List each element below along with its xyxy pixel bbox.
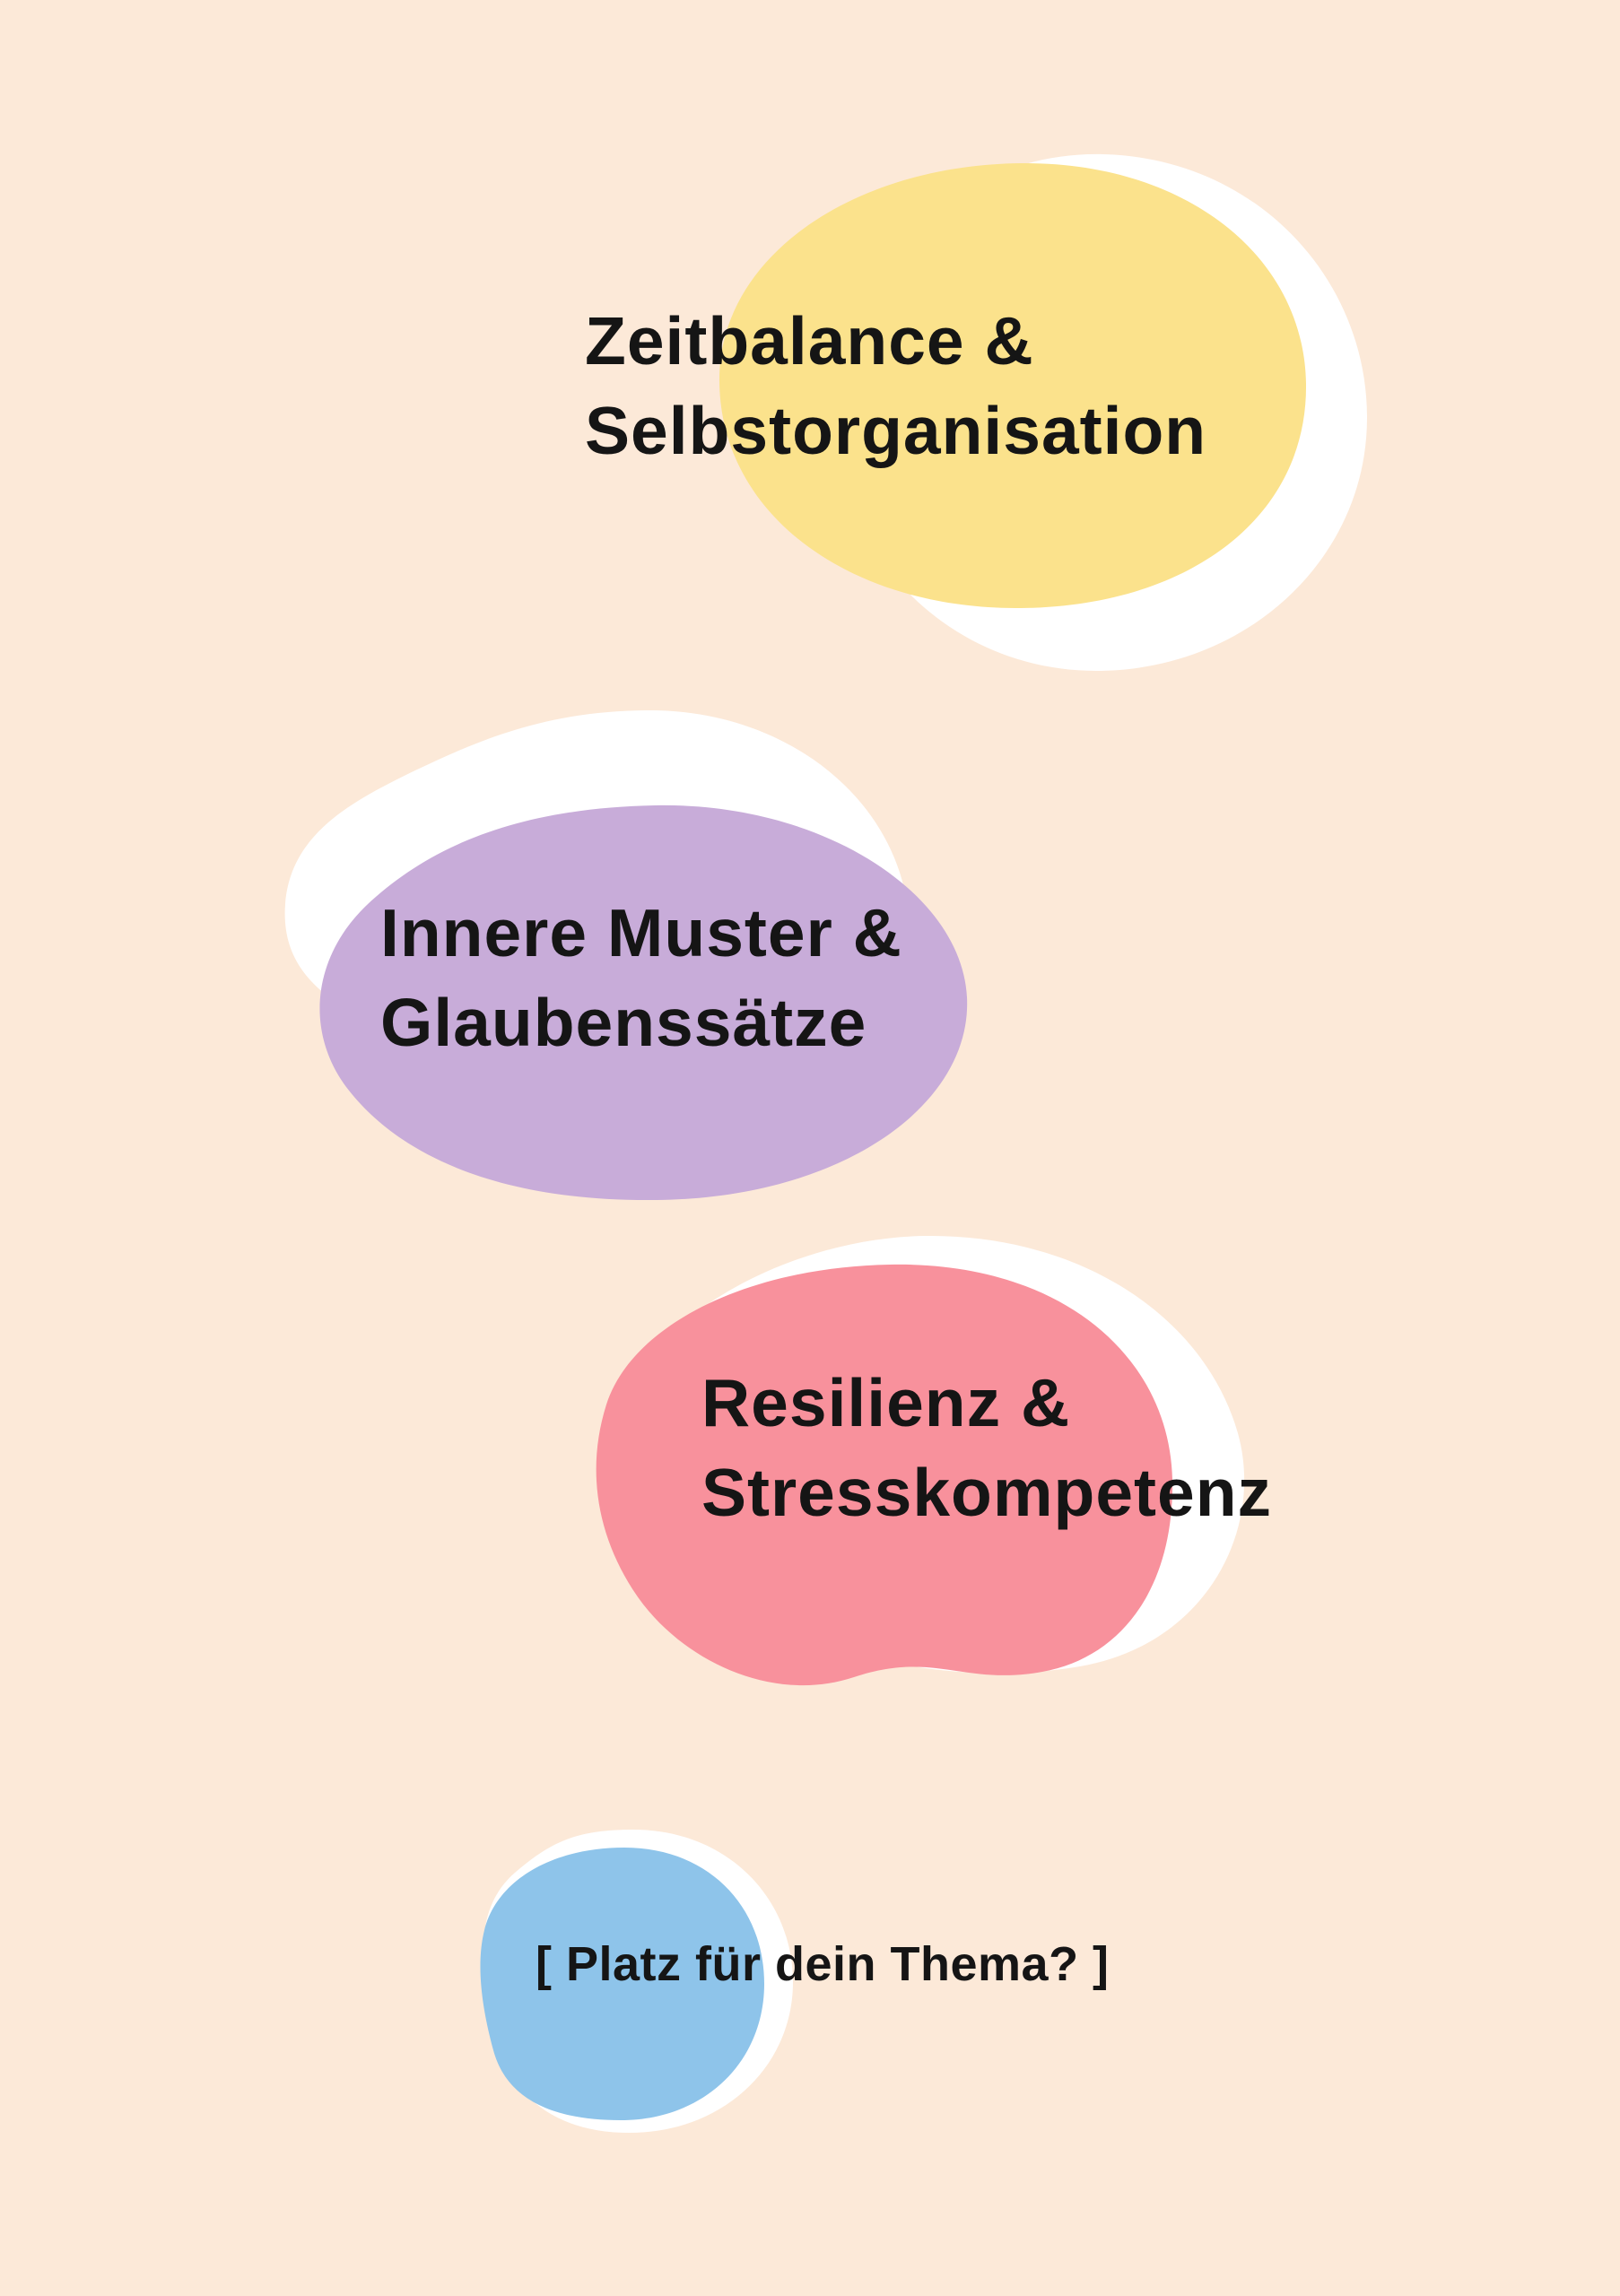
platzhalter-blob-graphic — [480, 1830, 793, 2133]
resilienz-blob-shape — [596, 1264, 1173, 1686]
zeitbalance-blob-graphic — [719, 153, 1368, 671]
platzhalter-blob-shape — [480, 1848, 764, 2120]
innere-muster-blob-shape — [319, 804, 968, 1201]
topic-label-platzhalter: [ Platz für dein Thema? ] — [536, 1937, 1110, 1991]
topic-label-resilienz: Resilienz & Stresskompetenz — [701, 1365, 1273, 1530]
topic-label-zeitbalance: Zeitbalance & Selbstorganisation — [585, 303, 1207, 468]
resilienz-blob-graphic — [596, 1235, 1245, 1686]
zeitbalance-blob-shape — [719, 162, 1307, 608]
innere-muster-blob-graphic — [284, 710, 968, 1201]
topic-label-innere-muster: Innere Muster & Glaubenssätze — [380, 895, 902, 1060]
